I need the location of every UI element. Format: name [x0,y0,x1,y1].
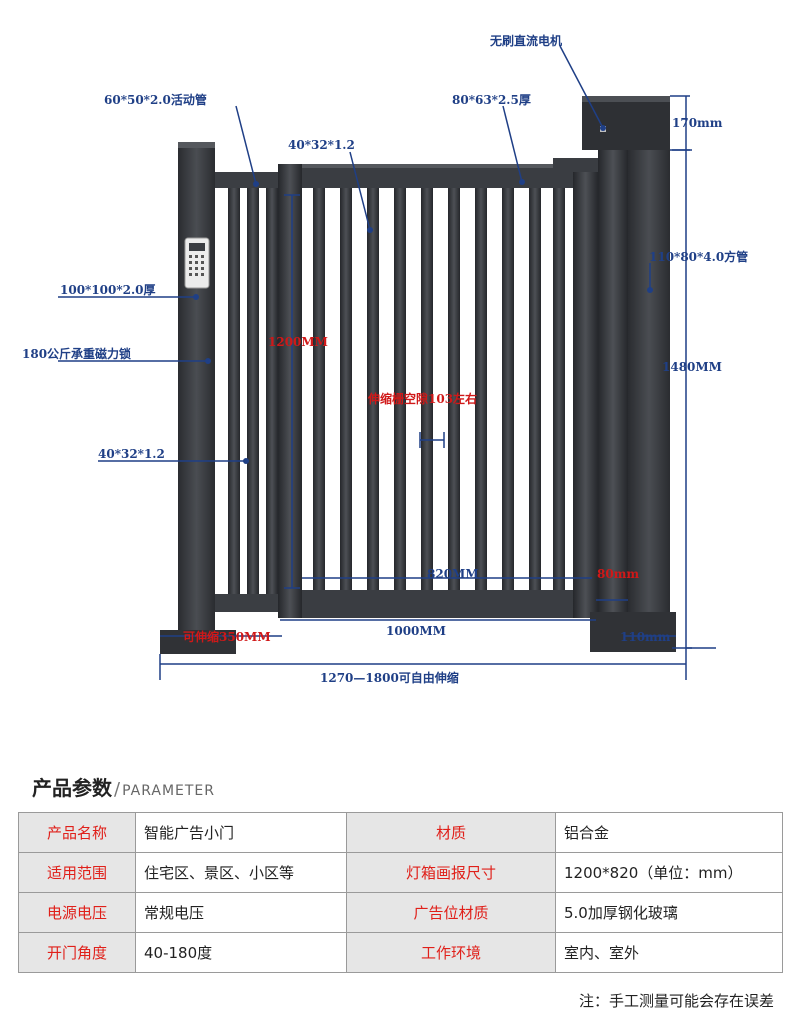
inner-height-label: 1200MM [268,335,328,349]
param-value: 室内、室外 [555,932,783,973]
motor-height-label: 170mm [672,116,723,130]
motor-box [582,96,670,150]
magnetic-lock-label: 180公斤承重磁力锁 [22,347,132,361]
section-title-en: PARAMETER [122,783,215,799]
dimension-dots [193,125,653,464]
param-key: 材质 [346,812,556,853]
gap-note-label: 伸缩栅空隙103左右 [368,392,478,406]
side-margin-label: 80mm [597,567,640,581]
section-title-separator: / [114,779,121,800]
inner-width-label: 820MM [427,567,479,581]
param-key: 产品名称 [18,812,136,853]
right-post [553,146,676,652]
table-row: 开门角度 40-180度 工作环境 室内、室外 [18,932,783,973]
param-value: 1200*820（单位：mm） [555,852,783,893]
measurement-note: 注：手工测量可能会存在误差 [578,992,774,1010]
post-height-label: 1480MM [662,360,722,374]
table-row: 适用范围 住宅区、景区、小区等 灯箱画报尺寸 1200*820（单位：mm） [18,852,783,893]
base-width-label: 110mm [620,630,671,644]
keypad-icon [184,237,210,289]
top-rail-label: 80*63*2.5厚 [452,93,531,107]
param-key: 适用范围 [18,852,136,893]
param-value: 智能广告小门 [135,812,347,853]
gate-leaf [278,164,598,618]
gate-drawing [58,45,716,680]
param-key: 开门角度 [18,932,136,973]
table-row: 产品名称 智能广告小门 材质 铝合金 [18,812,783,853]
bar-tube-top-label: 40*32*1.2 [288,138,355,152]
stretch-label: 可伸缩350MM [183,630,271,644]
dimension-lines [58,45,716,680]
left-post-label: 100*100*2.0厚 [60,283,156,297]
param-value: 住宅区、景区、小区等 [135,852,347,893]
parameter-table: 产品名称 智能广告小门 材质 铝合金 适用范围 住宅区、景区、小区等 灯箱画报尺… [18,812,783,973]
param-value: 40-180度 [135,932,347,973]
section-title: 产品参数/PARAMETER [32,772,215,801]
param-key: 广告位材质 [346,892,556,933]
gate-width-label: 1000MM [386,624,446,638]
param-value: 5.0加厚钢化玻璃 [555,892,783,933]
bar-tube-left-label: 40*32*1.2 [98,447,165,461]
param-key: 灯箱画报尺寸 [346,852,556,893]
left-post [160,142,236,654]
telescopic-section [215,172,285,612]
gate-diagram: 无刷直流电机 60*50*2.0活动管 80*63*2.5厚 40*32*1.2… [22,34,749,685]
section-title-cn: 产品参数 [32,776,112,800]
moving-tube-label: 60*50*2.0活动管 [104,93,207,107]
motor-label: 无刷直流电机 [490,34,563,48]
param-key: 电源电压 [18,892,136,933]
param-value: 常规电压 [135,892,347,933]
table-row: 电源电压 常规电压 广告位材质 5.0加厚钢化玻璃 [18,892,783,933]
right-post-label: 110*80*4.0方管 [649,250,749,264]
param-key: 工作环境 [346,932,556,973]
param-value: 铝合金 [555,812,783,853]
total-width-label: 1270—1800可自由伸缩 [320,671,459,685]
